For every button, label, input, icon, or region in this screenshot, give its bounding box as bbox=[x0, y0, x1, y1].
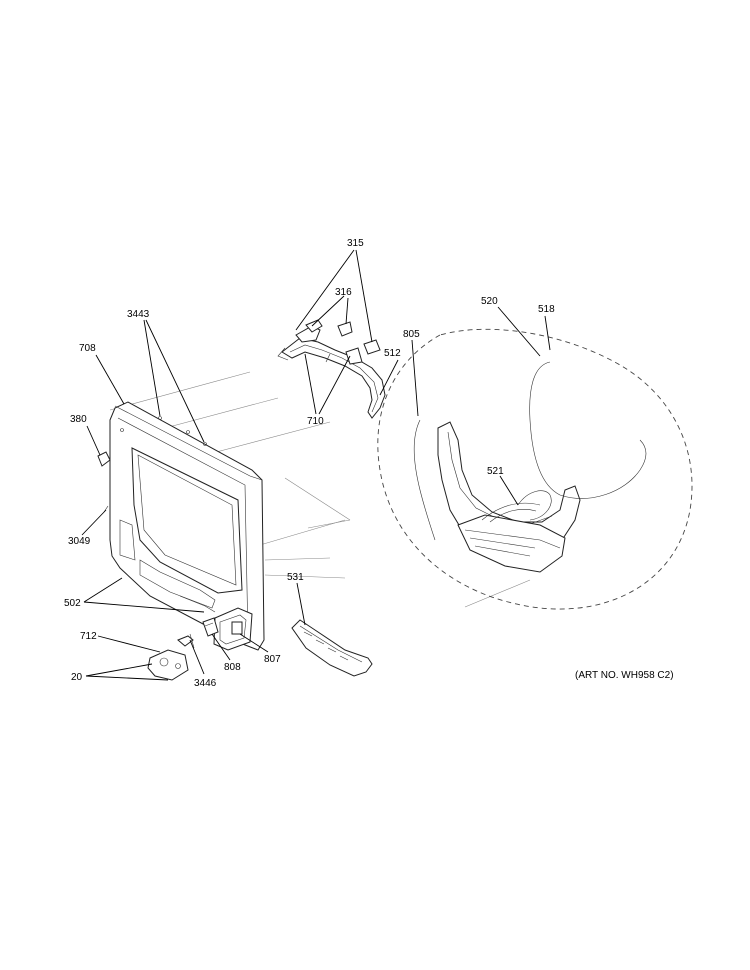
label-805: 805 bbox=[403, 329, 420, 340]
label-708: 708 bbox=[79, 343, 96, 354]
label-316: 316 bbox=[335, 287, 352, 298]
label-512: 512 bbox=[384, 348, 401, 359]
label-520: 520 bbox=[481, 296, 498, 307]
label-380: 380 bbox=[70, 414, 87, 425]
rear-panel-frame bbox=[109, 401, 265, 651]
label-3443: 3443 bbox=[127, 309, 150, 320]
art-number: (ART NO. WH958 C2) bbox=[575, 670, 674, 681]
label-807: 807 bbox=[264, 654, 281, 665]
terminal-block-assembly bbox=[97, 451, 253, 681]
label-712: 712 bbox=[80, 631, 97, 642]
drum-front-assembly bbox=[413, 361, 647, 573]
lint-filter-part bbox=[291, 619, 373, 677]
label-3049: 3049 bbox=[68, 536, 91, 547]
label-502: 502 bbox=[64, 598, 81, 609]
label-808: 808 bbox=[224, 662, 241, 673]
label-710: 710 bbox=[307, 416, 324, 427]
label-518: 518 bbox=[538, 304, 555, 315]
label-20: 20 bbox=[71, 672, 83, 683]
drum-outline-dashed bbox=[377, 328, 693, 610]
label-531: 531 bbox=[287, 572, 304, 583]
part-labels: 315 316 3443 708 805 512 520 518 710 380… bbox=[64, 238, 674, 689]
upper-duct-assembly bbox=[277, 319, 386, 419]
label-3446: 3446 bbox=[194, 678, 217, 689]
leader-lines bbox=[81, 249, 551, 681]
label-521: 521 bbox=[487, 466, 504, 477]
label-315: 315 bbox=[347, 238, 364, 249]
